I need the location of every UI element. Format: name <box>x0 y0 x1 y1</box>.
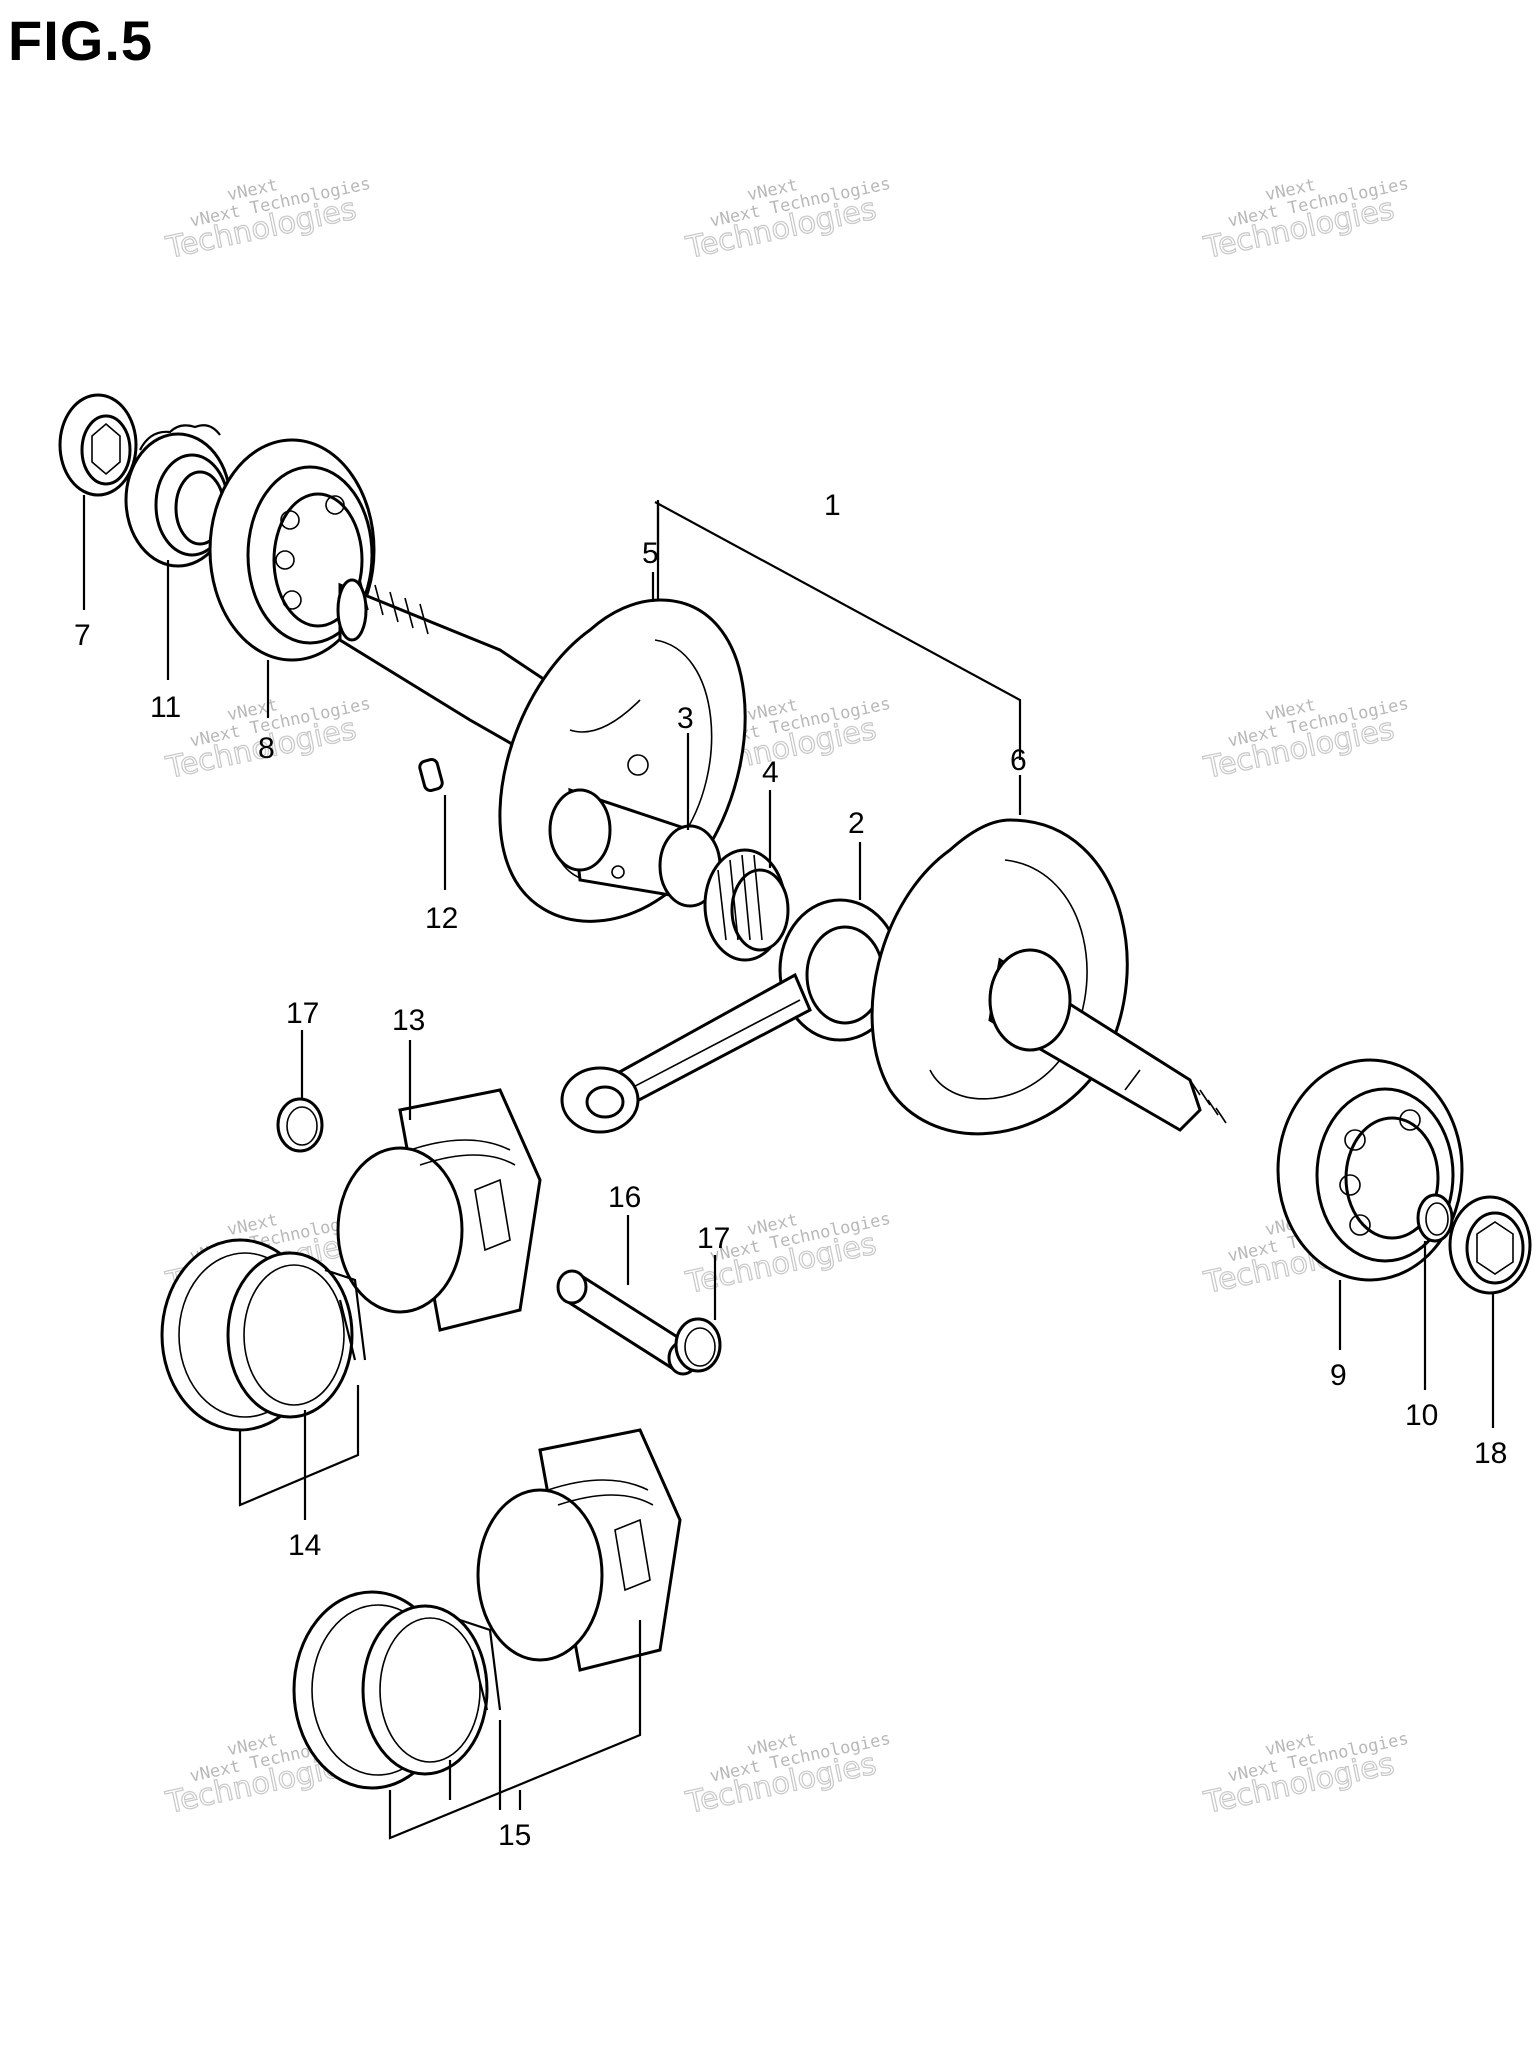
connecting-rod-part-2[interactable] <box>560 898 902 1134</box>
dowel-pin-part-12[interactable] <box>418 758 444 792</box>
watermark: vNext vNext Technologies Technologies <box>1200 174 1410 267</box>
watermark: vNext vNext Technologies Technologies <box>682 174 892 267</box>
callout-10: 10 <box>1405 1399 1438 1432</box>
oil-seal-part-18[interactable] <box>1448 1195 1532 1295</box>
crank-pin-part-3[interactable] <box>548 787 722 908</box>
callout-15: 15 <box>498 1819 531 1852</box>
ring-part-10[interactable] <box>1416 1193 1454 1243</box>
piston-rings-part-14[interactable] <box>160 1238 367 1432</box>
callout-6: 6 <box>1010 744 1027 777</box>
watermark: vNext vNext Technologies Technologies <box>682 1729 892 1822</box>
callout-7: 7 <box>74 619 91 652</box>
callout-4: 4 <box>762 756 779 789</box>
leader-lines <box>82 495 1495 1840</box>
piston-assembly-part-15[interactable] <box>292 1428 682 1790</box>
callout-14: 14 <box>288 1529 321 1562</box>
callout-18: 18 <box>1474 1437 1507 1470</box>
callout-9: 9 <box>1330 1359 1347 1392</box>
bearing-part-9[interactable] <box>1276 1058 1464 1282</box>
callout-3: 3 <box>677 702 694 735</box>
callout-17-right: 17 <box>697 1222 730 1255</box>
callout-17-left: 17 <box>286 997 319 1030</box>
callout-1: 1 <box>824 489 841 522</box>
circlip-part-17-right[interactable] <box>674 1317 722 1373</box>
callout-5: 5 <box>642 537 659 570</box>
callout-8: 8 <box>258 732 275 765</box>
crank-web-part-6[interactable] <box>870 818 1227 1136</box>
callout-16: 16 <box>608 1181 641 1214</box>
watermark: vNext vNext Technologies Technologies <box>1200 694 1410 787</box>
nut-part-7[interactable] <box>58 393 138 497</box>
watermark: vNext vNext Technologies Technologies <box>1200 1729 1410 1822</box>
piston-part-13[interactable] <box>336 1088 542 1332</box>
callout-12: 12 <box>425 902 458 935</box>
callout-13: 13 <box>392 1004 425 1037</box>
figure-title: FIG.5 <box>8 9 154 72</box>
piston-pin-part-16[interactable] <box>556 1269 699 1376</box>
circlip-part-17-left[interactable] <box>276 1097 324 1153</box>
callout-2: 2 <box>848 807 865 840</box>
callout-11: 11 <box>150 691 181 724</box>
watermark: vNext vNext Technologies Technologies <box>162 174 372 267</box>
callout-numbers: 1 2 3 4 5 6 7 8 9 10 11 12 13 14 15 16 1… <box>74 489 1507 1852</box>
needle-bearing-part-4[interactable] <box>703 848 790 962</box>
